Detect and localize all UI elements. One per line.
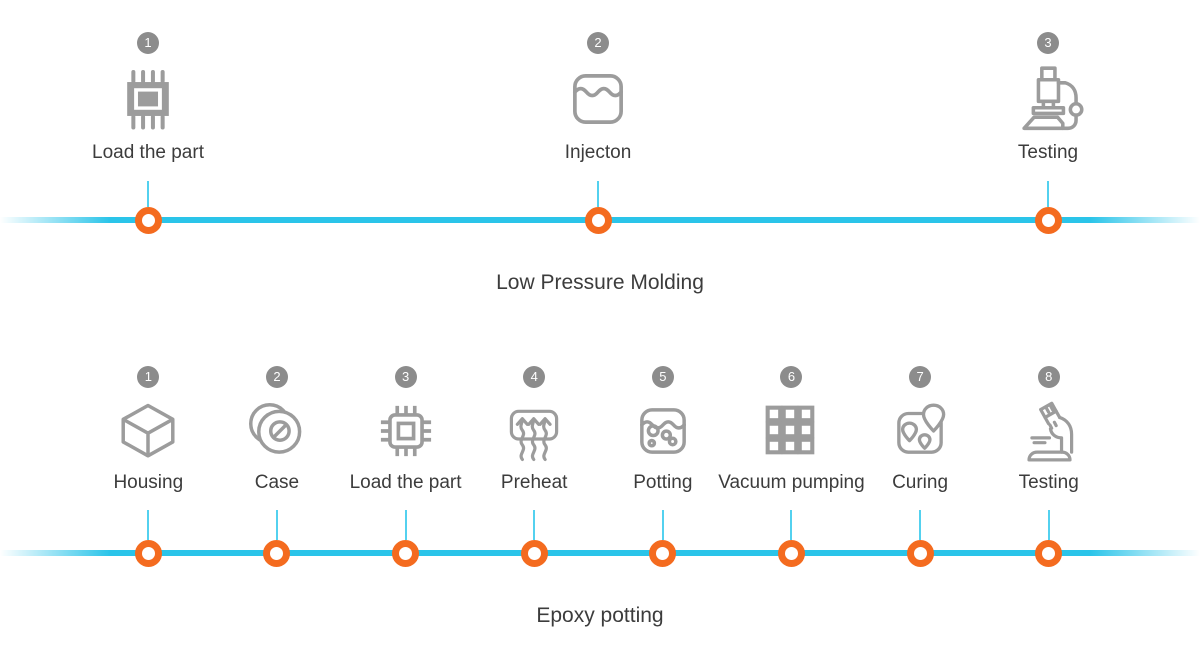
vacuum-grid-icon <box>756 396 826 466</box>
process-step: 5 Potting <box>599 366 728 567</box>
connector-line <box>597 181 599 207</box>
step-label: Preheat <box>500 472 568 493</box>
step-label: Vacuum pumping <box>718 472 865 493</box>
step-number: 7 <box>916 369 924 384</box>
timeline-line <box>0 550 1200 556</box>
timeline-marker <box>520 540 548 567</box>
process-step: 1 Load the part <box>0 32 373 234</box>
potting-icon <box>628 396 698 466</box>
step-number: 3 <box>1044 35 1052 50</box>
steps-row-top: 1 Load the part 2 Injecton 3 Testing <box>0 32 1200 234</box>
step-number: 3 <box>401 369 410 384</box>
step-number-badge: 2 <box>587 32 609 54</box>
step-label: Curing <box>892 472 949 493</box>
connector-line <box>404 510 407 540</box>
timeline-marker <box>649 540 677 567</box>
connector-line <box>919 510 922 540</box>
step-number-badge: 3 <box>394 366 417 388</box>
timeline-low-pressure-molding: 1 Load the part 2 Injecton 3 Testing Low… <box>0 32 1200 294</box>
step-number-badge: 1 <box>137 366 160 388</box>
chip-outline-icon <box>371 396 441 466</box>
timeline-marker <box>1035 540 1063 567</box>
timeline-marker <box>777 540 805 567</box>
process-step: 2 Injecton <box>373 32 823 234</box>
step-number: 2 <box>273 369 281 384</box>
timeline-marker <box>584 207 612 234</box>
connector-line <box>1047 181 1049 207</box>
process-step: 3 Testing <box>823 32 1200 234</box>
curing-map-icon <box>885 396 955 466</box>
connector-line <box>790 510 793 540</box>
step-number-badge: 8 <box>1037 366 1060 388</box>
step-number: 1 <box>144 35 152 50</box>
timeline-title: Low Pressure Molding <box>496 271 704 294</box>
process-step: 7 Curing <box>856 366 985 567</box>
step-number: 2 <box>594 35 602 50</box>
timeline-title: Epoxy potting <box>536 604 664 627</box>
step-number: 4 <box>530 369 538 384</box>
connector-line <box>661 510 664 540</box>
process-step: 3 Load the part <box>341 366 470 567</box>
connector-line <box>275 510 278 540</box>
process-step: 8 Testing <box>984 366 1113 567</box>
microscope-tilted-icon <box>1014 396 1084 466</box>
connector-line <box>147 510 150 540</box>
connector-line <box>147 181 149 207</box>
microscope-icon <box>1011 62 1085 136</box>
step-number-badge: 6 <box>780 366 803 388</box>
step-label: Testing <box>1018 472 1079 493</box>
case-icon <box>242 396 312 466</box>
container-icon <box>561 62 635 136</box>
preheat-icon <box>499 396 569 466</box>
connector-line <box>533 510 536 540</box>
step-number-badge: 5 <box>651 366 674 388</box>
timeline-epoxy-potting: 1 Housing 2 Case 3 Load the part 4 <box>0 340 1200 660</box>
cube-icon <box>113 396 183 466</box>
process-step: 1 Housing <box>84 366 213 567</box>
timeline-marker <box>1034 207 1062 234</box>
step-number: 1 <box>144 369 152 384</box>
step-label: Case <box>254 472 300 493</box>
step-number-badge: 2 <box>265 366 288 388</box>
step-label: Load the part <box>349 472 462 493</box>
step-number-badge: 7 <box>909 366 932 388</box>
timeline-marker <box>134 207 162 234</box>
process-step: 2 Case <box>213 366 342 567</box>
step-number: 6 <box>787 369 796 384</box>
step-label: Potting <box>633 472 693 493</box>
step-number-badge: 1 <box>137 32 159 54</box>
connector-line <box>1047 510 1050 540</box>
process-step: 4 Preheat <box>470 366 599 567</box>
timeline-marker <box>906 540 934 567</box>
step-number: 8 <box>1045 369 1053 384</box>
timeline-marker <box>392 540 420 567</box>
step-label: Load the part <box>92 142 204 163</box>
step-number: 5 <box>659 369 667 384</box>
timeline-marker <box>263 540 291 567</box>
process-step: 6 Vacuum pumping <box>718 366 865 567</box>
step-number-badge: 3 <box>1037 32 1059 54</box>
chip-filled-icon <box>111 62 185 136</box>
timeline-marker <box>134 540 162 567</box>
steps-row-bottom: 1 Housing 2 Case 3 Load the part 4 <box>84 366 1113 567</box>
step-label: Housing <box>113 472 184 493</box>
step-number-badge: 4 <box>523 366 546 388</box>
step-label: Testing <box>1017 142 1079 163</box>
step-label: Injecton <box>564 142 632 163</box>
